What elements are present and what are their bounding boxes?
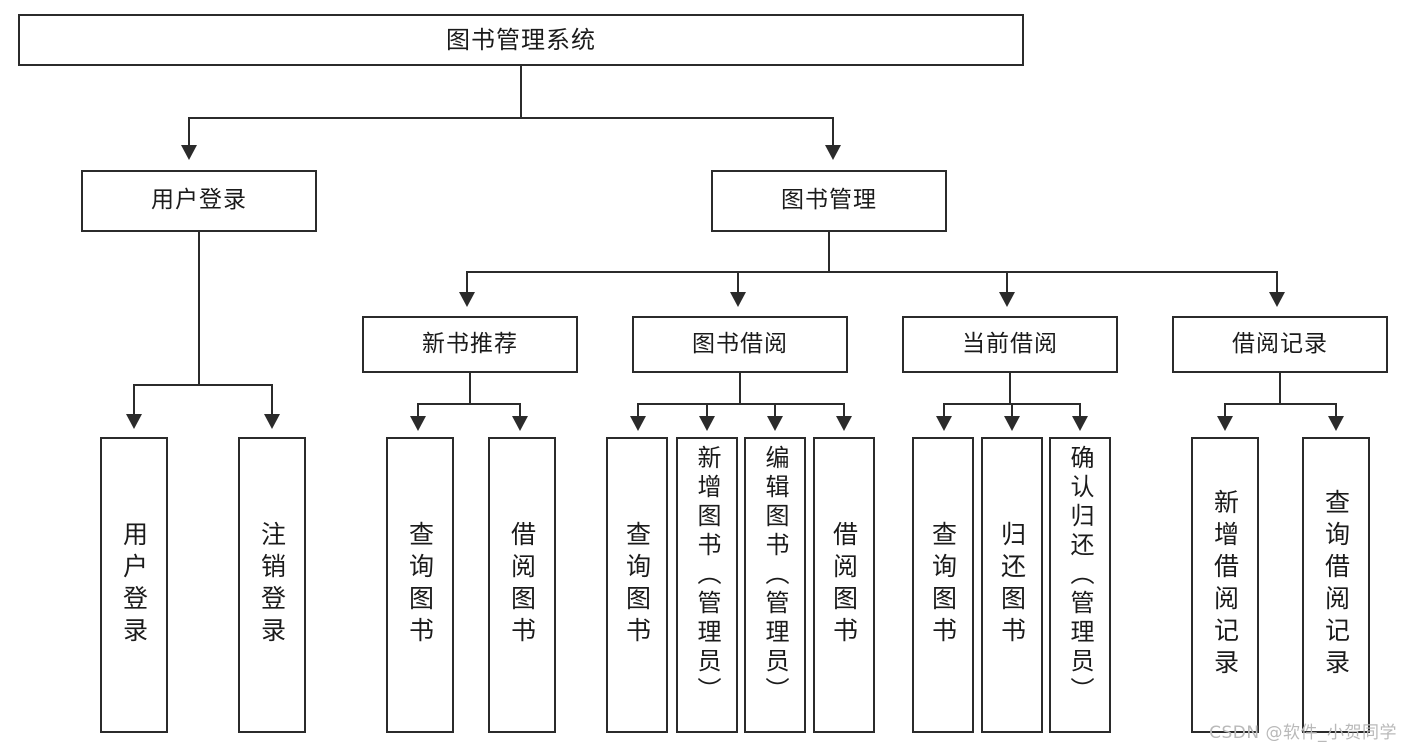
node-label: 新增图书（管理员） — [693, 445, 721, 706]
arrow-head-icon — [264, 414, 280, 429]
node-leaf-query-book-3[interactable]: 查询图书 — [912, 437, 974, 733]
node-borrow-record[interactable]: 借阅记录 — [1172, 316, 1388, 373]
connector-new-book-drop-1 — [417, 403, 419, 418]
node-label: 编辑图书（管理员） — [761, 445, 789, 706]
node-label: 借阅图书 — [829, 521, 859, 649]
node-label: 确认归还（管理员） — [1066, 445, 1094, 706]
node-label: 查询图书 — [622, 521, 652, 649]
arrow-head-icon — [1072, 416, 1088, 431]
connector-borrow-record-trunk — [1279, 373, 1281, 404]
node-leaf-return-book[interactable]: 归还图书 — [981, 437, 1043, 733]
node-book-manage[interactable]: 图书管理 — [711, 170, 947, 232]
connector-current-borrow-drop-2 — [1011, 403, 1013, 418]
connector-current-borrow-drop-1 — [943, 403, 945, 418]
node-user-login[interactable]: 用户登录 — [81, 170, 317, 232]
node-root-system[interactable]: 图书管理系统 — [18, 14, 1024, 66]
node-label: 当前借阅 — [962, 330, 1058, 357]
node-leaf-user-login[interactable]: 用户登录 — [100, 437, 168, 733]
connector-to-book-borrow — [737, 271, 739, 294]
arrow-head-icon — [699, 416, 715, 431]
arrow-head-icon — [630, 416, 646, 431]
connector-book-borrow-trunk — [739, 373, 741, 404]
connector-root-bus — [188, 117, 834, 119]
arrow-head-icon — [1217, 416, 1233, 431]
node-label: 注销登录 — [257, 521, 287, 649]
arrow-head-icon — [836, 416, 852, 431]
arrow-head-icon — [126, 414, 142, 429]
connector-root-to-user-login — [188, 117, 190, 147]
connector-new-book-trunk — [469, 373, 471, 404]
node-current-borrow[interactable]: 当前借阅 — [902, 316, 1118, 373]
connector-root-trunk — [520, 66, 522, 118]
node-label: 借阅记录 — [1232, 330, 1328, 357]
connector-book-borrow-drop-4 — [843, 403, 845, 418]
node-leaf-query-record[interactable]: 查询借阅记录 — [1302, 437, 1370, 733]
node-label: 归还图书 — [997, 521, 1027, 649]
arrow-head-icon — [999, 292, 1015, 307]
node-leaf-query-book-2[interactable]: 查询图书 — [606, 437, 668, 733]
connector-to-current-borrow — [1006, 271, 1008, 294]
arrow-head-icon — [459, 292, 475, 307]
connector-new-book-drop-2 — [519, 403, 521, 418]
node-label: 新书推荐 — [422, 330, 518, 357]
connector-book-borrow-drop-1 — [637, 403, 639, 418]
connector-book-borrow-bus — [637, 403, 845, 405]
node-label: 图书管理 — [781, 187, 877, 214]
node-leaf-borrow-book-1[interactable]: 借阅图书 — [488, 437, 556, 733]
node-leaf-query-book-1[interactable]: 查询图书 — [386, 437, 454, 733]
connector-borrow-record-drop-1 — [1224, 403, 1226, 418]
node-book-borrow[interactable]: 图书借阅 — [632, 316, 848, 373]
node-label: 查询图书 — [928, 521, 958, 649]
connector-borrow-record-bus — [1224, 403, 1337, 405]
connector-user-login-bus — [133, 384, 273, 386]
node-label: 图书管理系统 — [446, 25, 596, 54]
connector-user-login-trunk — [198, 232, 200, 385]
connector-book-manage-trunk — [828, 232, 830, 272]
node-leaf-confirm-return[interactable]: 确认归还（管理员） — [1049, 437, 1111, 733]
arrow-head-icon — [730, 292, 746, 307]
connector-user-login-drop-2 — [271, 384, 273, 416]
node-label: 图书借阅 — [692, 330, 788, 357]
arrow-head-icon — [936, 416, 952, 431]
connector-book-borrow-drop-2 — [706, 403, 708, 418]
node-label: 用户登录 — [119, 521, 149, 649]
arrow-head-icon — [767, 416, 783, 431]
arrow-head-icon — [512, 416, 528, 431]
arrow-head-icon — [1004, 416, 1020, 431]
connector-book-manage-bus — [466, 271, 1278, 273]
connector-borrow-record-drop-2 — [1335, 403, 1337, 418]
arrow-head-icon — [1269, 292, 1285, 307]
node-leaf-logout[interactable]: 注销登录 — [238, 437, 306, 733]
node-label: 新增借阅记录 — [1210, 489, 1240, 681]
arrow-head-icon — [410, 416, 426, 431]
connector-user-login-drop-1 — [133, 384, 135, 416]
connector-book-borrow-drop-3 — [774, 403, 776, 418]
node-label: 借阅图书 — [507, 521, 537, 649]
connector-current-borrow-trunk — [1009, 373, 1011, 404]
arrow-head-icon — [181, 145, 197, 160]
node-label: 查询图书 — [405, 521, 435, 649]
arrow-head-icon — [825, 145, 841, 160]
arrow-head-icon — [1328, 416, 1344, 431]
node-leaf-add-record[interactable]: 新增借阅记录 — [1191, 437, 1259, 733]
connector-current-borrow-drop-3 — [1079, 403, 1081, 418]
node-label: 用户登录 — [151, 187, 247, 214]
node-leaf-borrow-book-2[interactable]: 借阅图书 — [813, 437, 875, 733]
node-new-book-recommend[interactable]: 新书推荐 — [362, 316, 578, 373]
node-leaf-edit-book[interactable]: 编辑图书（管理员） — [744, 437, 806, 733]
connector-new-book-bus — [417, 403, 521, 405]
connector-root-to-book-manage — [832, 117, 834, 147]
connector-to-new-book — [466, 271, 468, 294]
node-leaf-add-book[interactable]: 新增图书（管理员） — [676, 437, 738, 733]
node-label: 查询借阅记录 — [1321, 489, 1351, 681]
connector-to-borrow-record — [1276, 271, 1278, 294]
